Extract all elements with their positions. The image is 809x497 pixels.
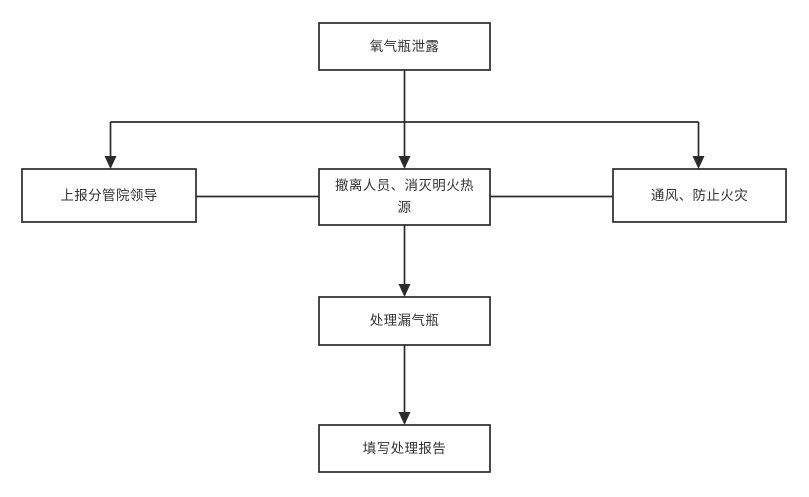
node-handle-bottle-box[interactable]: [318, 296, 491, 346]
node-layer: 氧气瓶泄露 上报分管院领导 撤离人员、消灭明火热 源 通风、防止火灾 处: [21, 22, 787, 473]
node-ventilate-label: 通风、防止火灾: [651, 187, 748, 203]
node-leak[interactable]: 氧气瓶泄露: [318, 22, 491, 71]
node-write-report[interactable]: 填写处理报告: [318, 424, 491, 473]
node-evacuate[interactable]: 撤离人员、消灭明火热 源: [318, 168, 491, 226]
arrowhead-handle-bottle: [398, 284, 411, 297]
node-report-leader-label: 上报分管院领导: [60, 188, 157, 203]
node-evacuate-box[interactable]: [318, 168, 491, 226]
arrowhead-write-report: [398, 412, 411, 425]
node-evacuate-label-line1: 撤离人员、消灭明火热: [335, 177, 474, 193]
node-leak-box[interactable]: [318, 22, 491, 71]
node-report-leader[interactable]: 上报分管院领导: [21, 168, 197, 223]
node-handle-bottle[interactable]: 处理漏气瓶: [318, 296, 491, 346]
node-ventilate[interactable]: 通风、防止火灾: [612, 168, 787, 223]
node-ventilate-box[interactable]: [612, 168, 787, 223]
edge-layer: [104, 70, 705, 425]
arrowhead-ventilate: [692, 156, 705, 169]
node-leak-label: 氧气瓶泄露: [370, 39, 440, 54]
node-write-report-box[interactable]: [318, 424, 491, 473]
node-handle-bottle-label: 处理漏气瓶: [370, 313, 440, 328]
node-report-leader-box[interactable]: [21, 168, 197, 223]
node-evacuate-label-line2: 源: [398, 200, 412, 215]
node-write-report-label: 填写处理报告: [363, 441, 446, 456]
arrowhead-evacuate: [398, 156, 411, 169]
arrowhead-report-leader: [104, 156, 117, 169]
